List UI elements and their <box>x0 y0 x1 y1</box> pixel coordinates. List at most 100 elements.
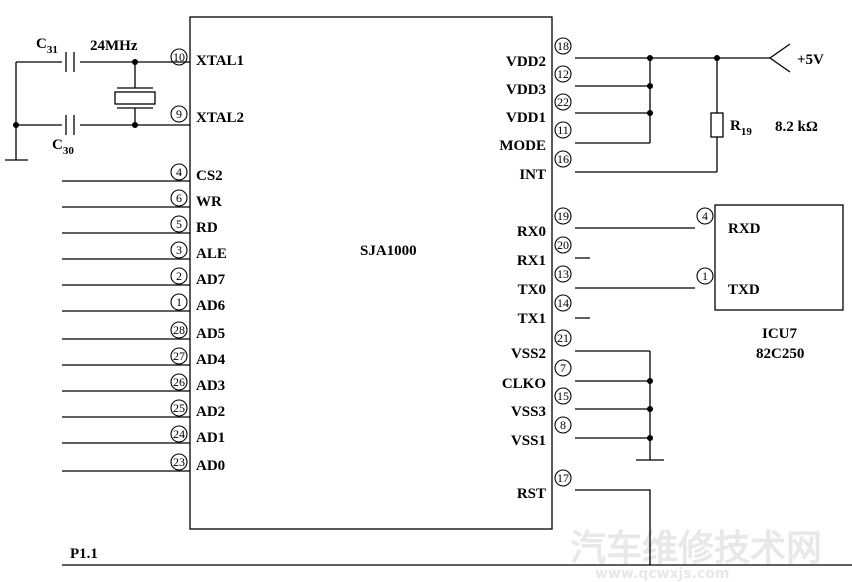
pin-number: 14 <box>557 296 569 310</box>
pin-circle <box>554 359 572 377</box>
c30-label: C30 <box>52 137 74 157</box>
vss-tie-wires <box>575 350 651 460</box>
pin-number: 22 <box>557 95 569 109</box>
junction-dot <box>132 59 138 65</box>
pin-number: 18 <box>557 39 569 53</box>
pin-circle <box>170 215 188 233</box>
pin-name: VSS2 <box>511 346 546 362</box>
pin-circle <box>170 347 188 365</box>
pin-number: 12 <box>557 67 569 81</box>
transceiver-82c250: 4 RXD 1 TXD ICU7 82C250 <box>575 204 844 362</box>
transceiver-pin-number: 4 <box>702 209 708 223</box>
transceiver-part: 82C250 <box>756 346 804 362</box>
pin-circle <box>170 453 188 471</box>
vdd-tie-wires <box>575 58 651 144</box>
pin-name: AD3 <box>196 378 225 394</box>
pin-number: 16 <box>557 152 569 166</box>
pin-number: 24 <box>173 427 185 441</box>
ground-network <box>575 350 664 461</box>
left-pin: 26 AD3 <box>62 373 225 394</box>
pin-circle <box>554 150 572 168</box>
rst-wire <box>575 489 651 565</box>
power-network: +5V R19 8.2 kΩ <box>575 43 824 173</box>
pin-name: MODE <box>499 138 546 154</box>
pin-circle <box>170 399 188 417</box>
chip-name: SJA1000 <box>360 243 417 259</box>
pin-circle <box>554 329 572 347</box>
pin-name: XTAL1 <box>196 53 244 69</box>
crystal-frequency: 24MHz <box>90 38 138 54</box>
pin-circle <box>170 425 188 443</box>
pin-circle <box>170 48 188 66</box>
pin-circle <box>170 105 188 123</box>
pin-circle <box>554 469 572 487</box>
pin-number: 25 <box>173 401 185 415</box>
pin-number: 1 <box>176 295 182 309</box>
junction-dot <box>647 55 653 61</box>
r19-value: 8.2 kΩ <box>775 119 818 135</box>
transceiver-pin-name: TXD <box>728 282 760 298</box>
pin-number: 23 <box>173 455 185 469</box>
pin-number: 15 <box>557 389 569 403</box>
pin-number: 8 <box>560 418 566 432</box>
pin-name: VDD2 <box>506 54 546 70</box>
watermark-text: 汽车维修技术网 <box>570 528 822 569</box>
pin-circle <box>696 207 714 225</box>
pin-name: ALE <box>196 246 227 262</box>
pin-circle <box>170 241 188 259</box>
pin-name: VDD3 <box>506 82 546 98</box>
pin-name: VDD1 <box>506 110 546 126</box>
pin-circle <box>170 373 188 391</box>
pin-name: CLKO <box>502 376 546 392</box>
pin-name: TX0 <box>518 282 546 298</box>
pin-name: RST <box>517 486 546 502</box>
pin-name: RD <box>196 220 218 236</box>
pin-circle <box>170 293 188 311</box>
supply-arrow <box>769 43 791 73</box>
pin-number: 11 <box>557 123 569 137</box>
pin-circle <box>554 236 572 254</box>
pin-name: AD0 <box>196 458 225 474</box>
pin-number: 19 <box>557 209 569 223</box>
pin-circle <box>696 267 714 285</box>
crystal-body <box>114 91 156 105</box>
junction-dot <box>647 406 653 412</box>
supply-label: +5V <box>797 52 824 68</box>
junction-dot <box>647 378 653 384</box>
r19-resistor <box>710 112 724 138</box>
junction-dot <box>647 435 653 441</box>
pin-circle <box>554 121 572 139</box>
pin-circle <box>554 65 572 83</box>
junction-dot <box>132 122 138 128</box>
junction-dot <box>647 83 653 89</box>
pin-number: 9 <box>176 107 182 121</box>
pin-number: 26 <box>173 375 185 389</box>
pin-name: AD5 <box>196 326 225 342</box>
pin-circle <box>170 321 188 339</box>
pin-number: 7 <box>560 361 566 375</box>
rx-tx-wires <box>575 227 695 289</box>
r19-label: R19 <box>730 118 752 138</box>
unused-pin-stubs <box>575 257 590 319</box>
pin-name: TX1 <box>518 311 546 327</box>
pin-circle <box>554 207 572 225</box>
